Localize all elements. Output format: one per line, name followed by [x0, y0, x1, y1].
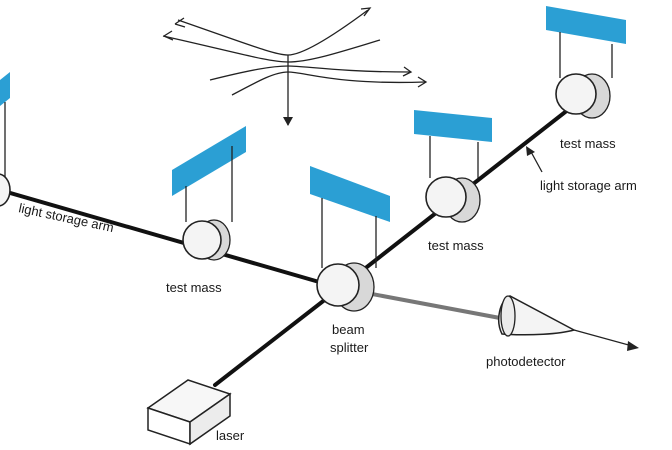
arm-pointer-arrowhead [526, 146, 535, 156]
laser [146, 379, 232, 446]
label-test-mass-left: test mass [166, 280, 222, 295]
left-edge-mass [0, 72, 11, 207]
left-arm-beam [0, 188, 342, 290]
label-light-storage-arm-left: light storage arm [17, 200, 115, 235]
test-mass-right [414, 110, 492, 223]
test-mass-upper-right [546, 6, 626, 119]
beam-splitter [310, 166, 390, 312]
arm-pointer-line [529, 149, 543, 173]
label-test-mass-upper-right: test mass [560, 136, 616, 151]
label-test-mass-right: test mass [428, 238, 484, 253]
photodetector [498, 295, 639, 351]
arrow-down-icon [283, 117, 293, 126]
label-light-storage-arm-right: light storage arm [540, 178, 637, 193]
laser-beam [213, 286, 342, 387]
gravitational-wave-icon [162, 7, 428, 125]
label-photodetector: photodetector [486, 354, 566, 369]
label-beam: beam [332, 322, 365, 337]
test-mass-left [172, 126, 246, 261]
label-splitter: splitter [330, 340, 369, 355]
label-laser: laser [216, 428, 245, 443]
